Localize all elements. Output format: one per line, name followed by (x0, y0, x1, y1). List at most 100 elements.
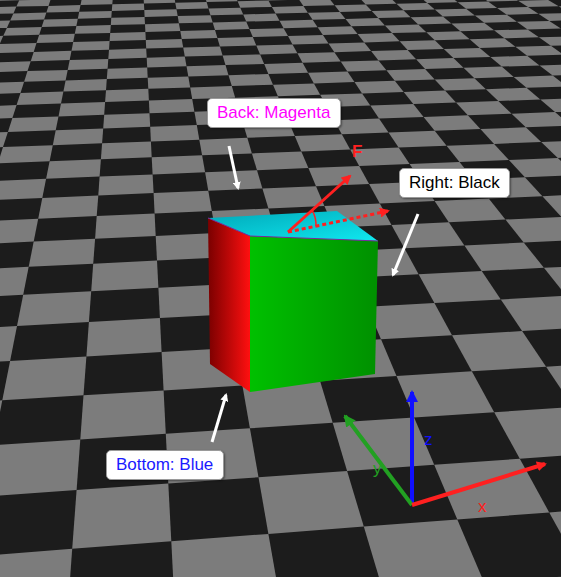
floor-tile (24, 70, 68, 82)
floor-tile (273, 83, 320, 96)
floor-tile (213, 22, 250, 30)
floor-tile (150, 125, 199, 141)
floor-tile (295, 134, 350, 151)
floor-tile (435, 78, 486, 90)
floor-tile (53, 129, 103, 146)
floor-tile (259, 471, 364, 534)
floor-tile (103, 113, 150, 128)
floor-tile (397, 3, 435, 10)
floor-tile (80, 390, 166, 439)
floor-tile (371, 50, 416, 60)
floor-tile (105, 89, 149, 102)
floor-tile (447, 144, 509, 162)
angle-arc (312, 210, 316, 226)
floor-tile (386, 69, 434, 81)
floor-tile (490, 56, 539, 67)
floor-tile (145, 23, 180, 32)
floor-tile (146, 39, 183, 49)
floor-tile (243, 14, 279, 22)
floor-tile (497, 7, 538, 15)
floor-tile (101, 142, 152, 160)
floor-tile (308, 72, 354, 84)
floor-tile (249, 28, 288, 37)
floor-tile (549, 506, 561, 575)
callout-text: Back: Magenta (217, 103, 331, 123)
floor-tile (444, 48, 491, 58)
floor-tile (355, 81, 404, 94)
callout-box: Back: Magenta (207, 98, 341, 128)
floor-tile (0, 219, 38, 245)
floor-tile (2, 357, 86, 401)
floor-tile (59, 102, 106, 116)
floor-tile (37, 34, 75, 43)
floor-tile (341, 60, 387, 71)
floor-tile (205, 0, 238, 2)
floor-tile (17, 291, 91, 326)
floor-tile (252, 151, 309, 170)
floor-tile (0, 145, 53, 163)
floor-tile (435, 9, 475, 17)
floor-tile (63, 79, 106, 92)
floor-tile (152, 155, 205, 174)
floor-tile (370, 104, 423, 119)
floor-tile (297, 52, 340, 63)
force-projection-arrow (288, 211, 388, 232)
callout-box: Right: Black (399, 168, 510, 198)
floor-tile (517, 21, 561, 30)
floor-tile (217, 37, 256, 47)
callout-text: Bottom: Blue (116, 455, 214, 475)
floor-tile (0, 267, 29, 299)
floor-tile (0, 36, 3, 45)
floor-tile (424, 115, 481, 131)
floor-tile (81, 0, 113, 5)
floor-tile (42, 19, 78, 27)
floor-tile (288, 35, 329, 44)
floor-tile (512, 112, 561, 127)
floor-tile (148, 77, 191, 89)
floor-tile (435, 199, 506, 223)
floor-tile (10, 13, 46, 21)
cube-left-face (208, 218, 250, 392)
floor-tile (75, 25, 111, 34)
floor-tile (400, 40, 444, 50)
floor-tile (544, 265, 561, 296)
floor-tile (559, 6, 561, 14)
floor-tile (272, 6, 308, 14)
floor-tile (540, 98, 561, 112)
floor-tile (470, 38, 516, 48)
floor-tile (426, 31, 469, 40)
floor-tile (358, 33, 400, 42)
floor-tile (372, 10, 411, 18)
cube (208, 211, 378, 392)
floor-tile (149, 99, 195, 113)
floor-tile (178, 15, 213, 23)
floor-tile (209, 8, 244, 16)
floor-tile (68, 59, 109, 70)
floor-tile (420, 0, 458, 3)
floor-tile (16, 0, 50, 7)
callout-leader (229, 146, 238, 188)
y-axis (345, 416, 412, 505)
floor-tile (0, 549, 72, 577)
floor-tile (515, 46, 561, 56)
floor-tile (0, 326, 17, 365)
floor-tile (280, 20, 318, 28)
floor-tile (494, 29, 539, 38)
floor-tile (539, 36, 561, 46)
floor-tile (385, 25, 426, 34)
floor-tile (144, 0, 176, 4)
floor-tile (46, 5, 80, 12)
floor-tile (416, 58, 463, 69)
floor-tile (8, 116, 59, 132)
floor-tile (411, 16, 452, 24)
floor-tile (335, 5, 372, 12)
floor-tile (238, 1, 272, 8)
floor-tile (0, 43, 36, 53)
axis-label: z (424, 430, 433, 450)
floor-tile (501, 296, 561, 331)
callout-leader (212, 395, 226, 442)
floor-tile (542, 194, 561, 217)
floor-tile (541, 140, 561, 158)
